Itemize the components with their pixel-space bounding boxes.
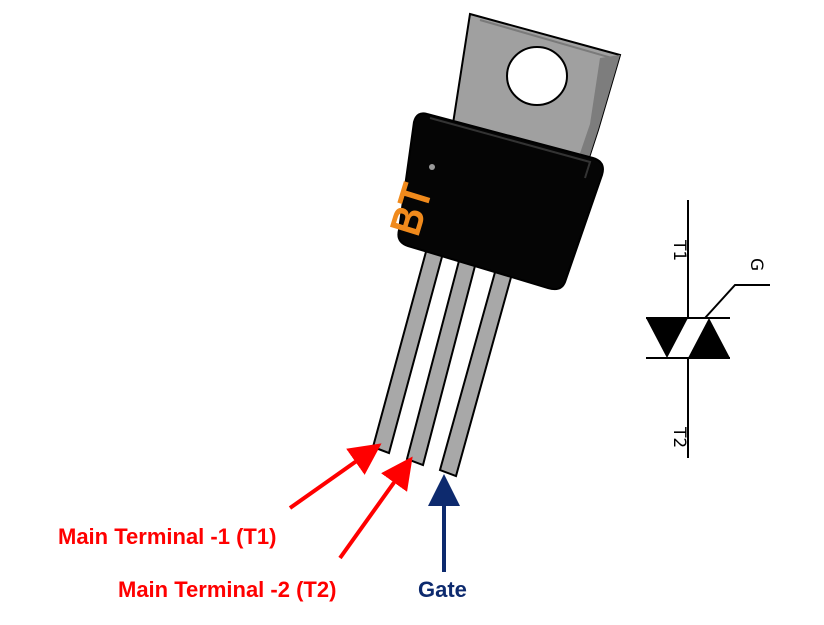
symbol-label-t1: T1 <box>669 239 689 261</box>
symbol-triangle-left <box>646 318 688 358</box>
arrow-t2 <box>338 456 413 560</box>
mounting-hole <box>506 46 568 106</box>
triac-symbol: T1 T2 G <box>646 200 770 458</box>
callout-labels: Main Terminal -1 (T1) Main Terminal -2 (… <box>58 524 467 602</box>
symbol-gate-lead <box>704 284 770 319</box>
label-gate: Gate <box>418 577 467 602</box>
pin1-dot <box>429 164 435 170</box>
symbol-triangle-right <box>688 318 730 358</box>
to220-package: BT <box>371 12 622 478</box>
callout-arrows <box>288 443 460 572</box>
symbol-label-t2: T2 <box>669 426 689 448</box>
leads <box>371 246 515 478</box>
package-body: BT <box>380 112 604 291</box>
arrow-t1 <box>288 443 382 510</box>
label-main-terminal-2: Main Terminal -2 (T2) <box>118 577 336 602</box>
symbol-label-g: G <box>746 258 766 271</box>
label-main-terminal-1: Main Terminal -1 (T1) <box>58 524 276 549</box>
